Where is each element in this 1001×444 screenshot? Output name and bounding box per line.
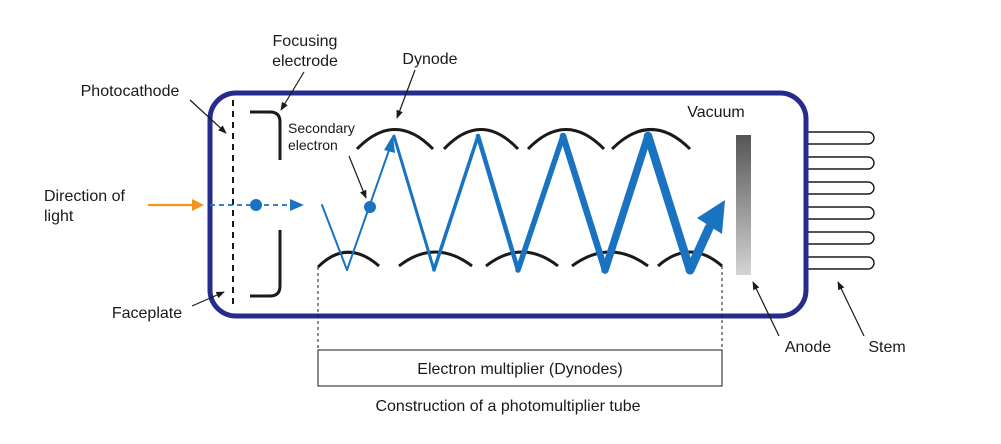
vacuum-label: Vacuum [687, 104, 745, 121]
secondary-electron-arrowhead [384, 135, 395, 153]
anode [736, 135, 751, 275]
focusing-electrode-upper [250, 110, 282, 160]
photoelectron-arrowhead [290, 199, 304, 211]
electron-cascade-arrowhead [697, 200, 725, 234]
faceplate-leader [191, 291, 225, 307]
light-arrowhead [192, 199, 204, 211]
direction-of-light-label-1: Direction of [44, 188, 125, 205]
focusing-electrode-leader [280, 71, 305, 111]
electron-multiplier-label: Electron multiplier (Dynodes) [417, 361, 622, 378]
anode-leader [752, 281, 780, 337]
photoelectron-dot [250, 199, 262, 211]
photocathode-leader [189, 99, 227, 134]
direction-of-light-label-2: light [44, 208, 74, 225]
stem-pins [790, 131, 875, 270]
dynode-label: Dynode [402, 51, 457, 68]
focusing-electrode-lower [250, 230, 282, 298]
diagram-caption: Construction of a photomultiplier tube [375, 398, 640, 415]
focusing-electrode-label-2: electrode [272, 53, 338, 70]
secondary-electron-label-1: Secondary [288, 120, 355, 136]
stem-leader [837, 281, 865, 337]
dynodes-upper [355, 128, 692, 151]
photocathode-label: Photocathode [81, 83, 180, 100]
secondary-electron-label-2: electron [288, 137, 338, 153]
electron-cascade [321, 131, 714, 275]
stem-label: Stem [868, 339, 905, 356]
secondary-electron-leader [348, 155, 367, 199]
electron-multiplier-box [317, 349, 723, 387]
secondary-electron-dot [364, 201, 376, 213]
faceplate-label: Faceplate [112, 305, 182, 322]
anode-label: Anode [785, 339, 831, 356]
focusing-electrode-label-1: Focusing [273, 33, 338, 50]
dynode-leader [396, 69, 416, 119]
